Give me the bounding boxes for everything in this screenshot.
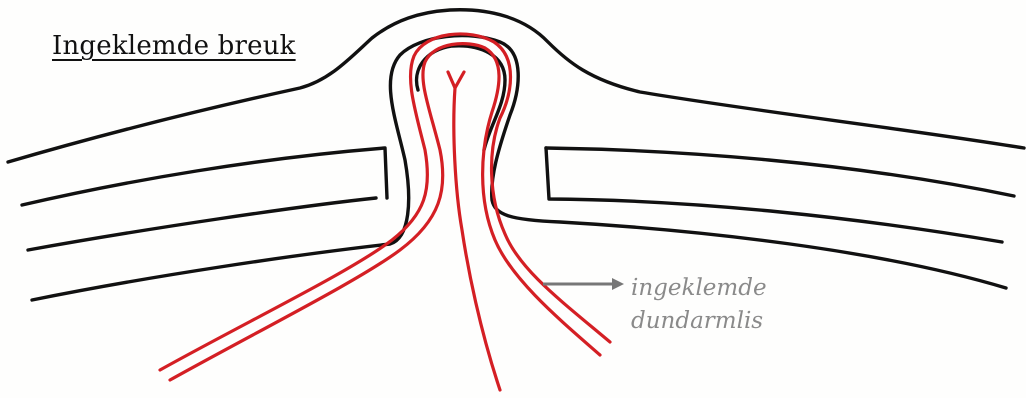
annotation-line-2: dundarmlis (631, 305, 767, 338)
diagram-title: Ingeklemde breuk (52, 31, 296, 61)
right-opening-edge (546, 148, 1002, 242)
inner-sac-outline (417, 46, 505, 150)
upper-left-layer (22, 148, 387, 205)
vessel-fork (448, 72, 464, 88)
lower-left-layer (28, 198, 376, 250)
intestine-annotation: ingeklemde dundarmlis (631, 272, 767, 338)
intestine-loop-right (160, 34, 610, 370)
annotation-line-1: ingeklemde (631, 272, 767, 305)
upper-right-layer (546, 148, 1014, 196)
annotation-arrowhead (612, 278, 624, 290)
